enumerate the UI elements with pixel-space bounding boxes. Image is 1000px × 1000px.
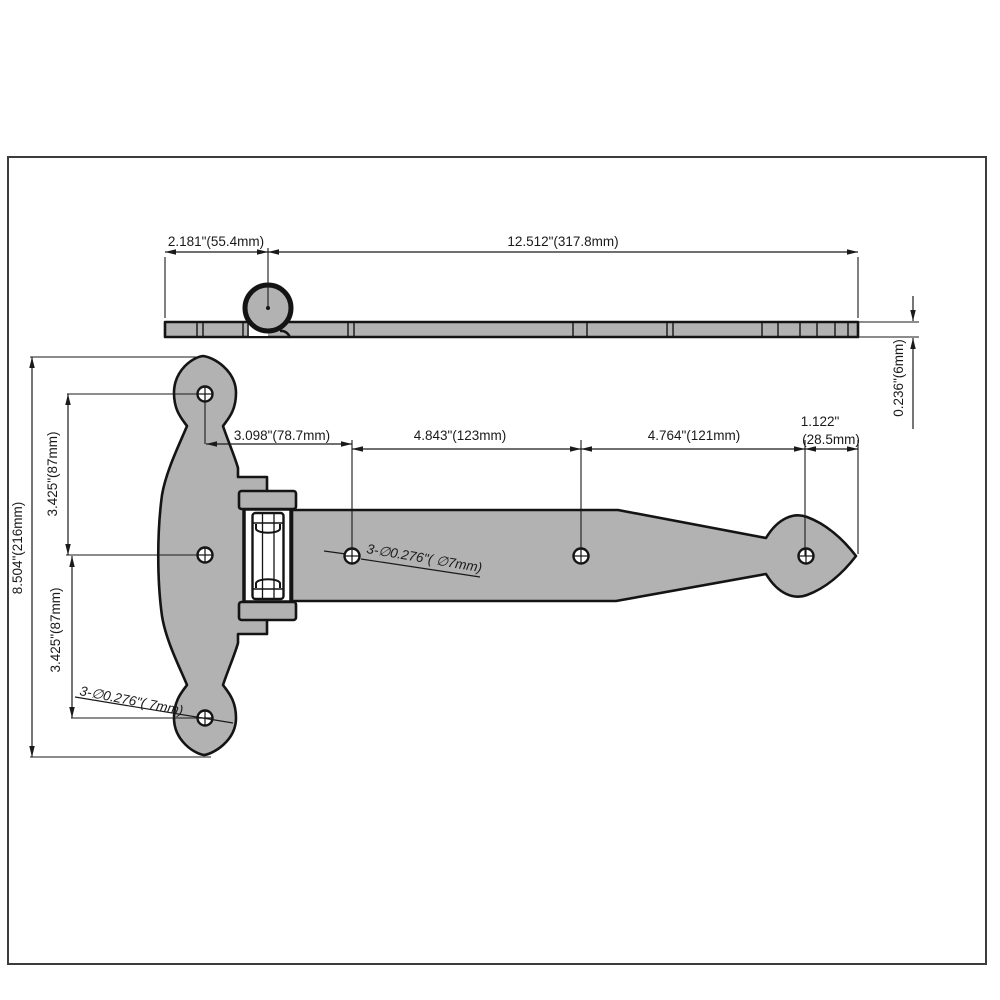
pin-head-cup-top bbox=[255, 524, 281, 534]
sheet-border bbox=[7, 156, 987, 965]
strap-hole-3 bbox=[797, 547, 815, 565]
dim-thickness: 0.236"(6mm) bbox=[891, 339, 906, 417]
side-view-dimensions: 2.181"(55.4mm) 12.512"(317.8mm) 0.236"(6… bbox=[164, 234, 919, 429]
pin-sleeve bbox=[251, 511, 285, 601]
dim-pivot-to-hole1: 3.098"(78.7mm) bbox=[234, 428, 330, 443]
barrel-cap-bottom bbox=[237, 600, 298, 622]
dim-total-height: 8.504"(216mm) bbox=[10, 502, 25, 595]
front-horizontal-dimensions: 3.098"(78.7mm) 4.843"(123mm) 4.764"(121m… bbox=[204, 394, 860, 556]
dim-hole3-to-tip-mm: (28.5mm) bbox=[802, 432, 860, 447]
dim-hole2-to-hole3: 4.764"(121mm) bbox=[648, 428, 741, 443]
dim-hole3-to-tip-inch: 1.122" bbox=[801, 414, 840, 429]
pin-head-cup-bottom bbox=[255, 578, 281, 588]
barrel-wrap-arc bbox=[279, 329, 292, 339]
dim-hole1-to-hole2: 4.843"(123mm) bbox=[414, 428, 507, 443]
bar-section-division-lines bbox=[196, 322, 849, 337]
barrel-assembly bbox=[237, 489, 298, 622]
callout-plate-holes: 3-∅0.276"( 7mm) bbox=[78, 683, 184, 718]
barrel-cap-top bbox=[237, 489, 298, 511]
front-vertical-dimensions: 8.504"(216mm) 3.425"(87mm) 3.425"(87mm) bbox=[10, 356, 211, 758]
dim-lower-spacing: 3.425"(87mm) bbox=[48, 587, 63, 672]
dim-strap-length: 12.512"(317.8mm) bbox=[507, 234, 618, 249]
dim-upper-spacing: 3.425"(87mm) bbox=[45, 431, 60, 516]
front-view: 3.098"(78.7mm) 4.843"(123mm) 4.764"(121m… bbox=[10, 354, 860, 758]
strap-edge-bar bbox=[163, 320, 860, 339]
side-profile-view: 2.181"(55.4mm) 12.512"(317.8mm) 0.236"(6… bbox=[163, 234, 919, 429]
dim-barrel-offset: 2.181"(55.4mm) bbox=[168, 234, 264, 249]
